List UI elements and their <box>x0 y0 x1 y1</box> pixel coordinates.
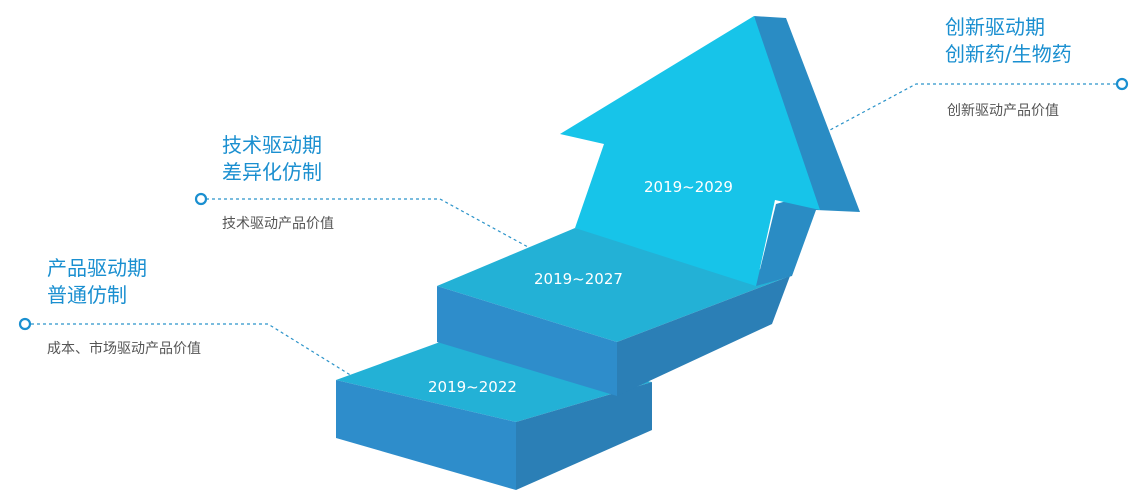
step-1 <box>336 342 652 490</box>
stage-3-title-line2: 创新药/生物药 <box>945 42 1072 66</box>
connector-line-3 <box>829 83 1116 131</box>
stage-1-title-line2: 普通仿制 <box>47 283 127 307</box>
arrow-side <box>754 16 860 286</box>
arrow-face <box>560 16 820 286</box>
stage-2-title-line2: 差异化仿制 <box>222 160 322 184</box>
connector-line-1 <box>31 323 353 377</box>
stage-3-subtitle: 创新驱动产品价值 <box>947 103 1059 119</box>
step-2-front <box>437 286 617 396</box>
connector-dot-2 <box>194 192 208 206</box>
stage-1-title-line1: 产品驱动期 <box>47 256 147 280</box>
stage-2-title-line1: 技术驱动期 <box>222 133 322 157</box>
stage-2-subtitle: 技术驱动产品价值 <box>222 216 334 232</box>
stage-3-title-line1: 创新驱动期 <box>945 15 1045 39</box>
connector-dot-1 <box>18 317 32 331</box>
stage-2-years: 2019~2027 <box>534 270 623 288</box>
step-2-side <box>617 276 790 396</box>
connector-line-2 <box>206 198 529 248</box>
stage-3-years: 2019~2029 <box>644 178 733 196</box>
connectors <box>31 83 1116 377</box>
arrow <box>560 16 860 286</box>
stage-1-years: 2019~2022 <box>428 378 517 396</box>
step-1-side <box>516 382 652 490</box>
stage-1-subtitle: 成本、市场驱动产品价值 <box>47 341 201 357</box>
connector-dot-3 <box>1115 77 1129 91</box>
step-1-front <box>336 380 516 490</box>
stage-1-title: 产品驱动期 普通仿制 <box>47 255 147 309</box>
stage-3-title: 创新驱动期 创新药/生物药 <box>945 14 1072 68</box>
stage-2-title: 技术驱动期 差异化仿制 <box>222 132 322 186</box>
connector-dots <box>18 77 1129 331</box>
step-1-top <box>336 342 652 422</box>
